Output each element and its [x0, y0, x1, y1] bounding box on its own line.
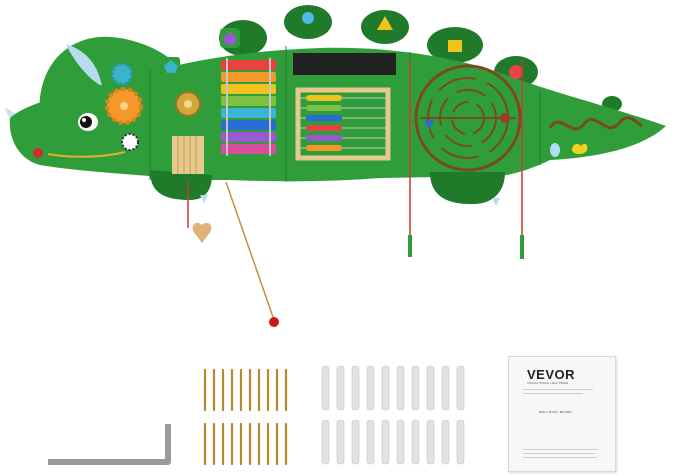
hex-key-icon: [48, 424, 171, 465]
hind-leg: [430, 172, 505, 205]
maze[interactable]: [414, 64, 522, 172]
wooden-heart-icon: [192, 222, 212, 243]
green-handle-icon-2: [520, 235, 524, 259]
screws: [203, 368, 288, 466]
manual-text-line: [523, 393, 583, 394]
tail-track[interactable]: [548, 116, 643, 157]
hanging-strings[interactable]: [187, 60, 524, 327]
egg-icon: [550, 143, 560, 157]
manual-text-line: [523, 453, 595, 454]
abacus[interactable]: [295, 87, 391, 161]
anchor-row-bottom: [321, 419, 465, 465]
face: [33, 113, 126, 158]
screw-row-bottom: [203, 422, 288, 466]
manual-text-line: [523, 457, 597, 458]
front-leg-toe: [200, 195, 208, 203]
manual-product-title: WALL BUSY BOARD: [539, 410, 572, 414]
frill-horn: [66, 44, 102, 86]
wooden-slats[interactable]: [172, 136, 204, 174]
screw-row-top: [203, 368, 288, 412]
gear-cluster: [105, 62, 143, 151]
maze-end-icon: [500, 113, 510, 123]
nostril: [33, 148, 43, 158]
pupil: [80, 116, 92, 128]
manual-brand: VEVOR: [527, 367, 576, 382]
anchor-row-top: [321, 365, 465, 411]
instruction-manual: VEVOR TOUGH TOOLS, HALF PRICE WALL BUSY …: [508, 356, 616, 472]
red-ball-icon: [269, 317, 279, 327]
manual-tagline: TOUGH TOOLS, HALF PRICE: [527, 381, 569, 385]
manual-text-line: [523, 389, 593, 390]
front-leg: [150, 170, 212, 200]
hind-leg-toe: [492, 198, 500, 206]
manual-text-line: [523, 449, 599, 450]
shape-pegs: [162, 12, 523, 79]
wall-anchors: [321, 365, 465, 465]
mouth: [47, 151, 126, 158]
chalkboard[interactable]: [293, 53, 396, 75]
gear-teal-icon: [110, 62, 134, 86]
duck-icon: [572, 143, 588, 155]
maze-start-icon: [424, 120, 434, 130]
gear-small-icon: [121, 133, 139, 151]
abacus-beads: [306, 95, 342, 151]
xylophone[interactable]: [221, 58, 276, 156]
green-handle-icon: [408, 235, 412, 257]
